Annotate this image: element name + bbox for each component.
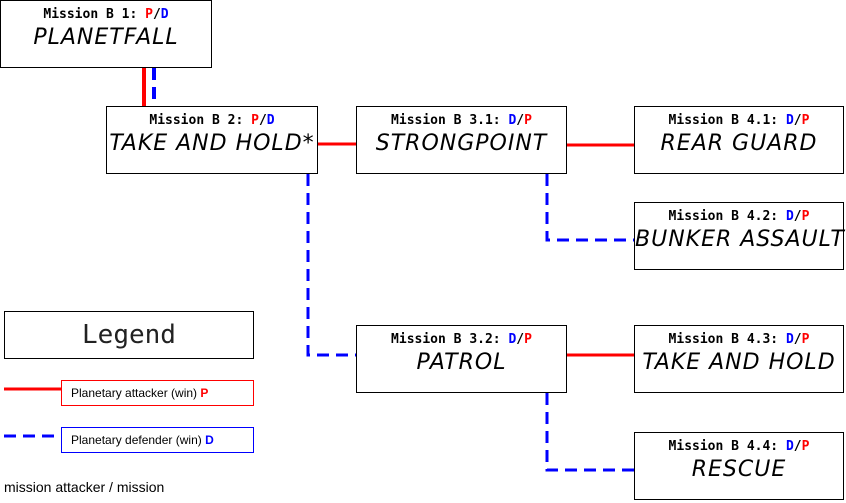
legend-defender-item: Planetary defender (win) D	[61, 427, 254, 453]
mission-header: Mission B 4.4: D/P	[668, 439, 810, 454]
mission-name: PATROL	[416, 350, 507, 375]
mission-name: TAKE AND HOLD	[642, 350, 836, 375]
legend-attacker-symbol: P	[200, 386, 209, 400]
mission-header: Mission B 2: P/D	[149, 113, 275, 128]
mission-header: Mission B 3.2: D/P	[391, 332, 532, 347]
mission-name: BUNKER ASSAULT	[635, 227, 845, 252]
link-b32-b44-defender	[545, 393, 635, 472]
mission-b43-node: Mission B 4.3: D/P TAKE AND HOLD	[634, 325, 844, 393]
mission-b42-node: Mission B 4.2: D/P BUNKER ASSAULT	[634, 202, 844, 270]
mission-b31-node: Mission B 3.1: D/P STRONGPOINT	[356, 106, 567, 174]
mission-header: Mission B 3.1: D/P	[391, 113, 532, 128]
mission-b2-node: Mission B 2: P/D TAKE AND HOLD*	[106, 106, 318, 174]
mission-header: Mission B 4.3: D/P	[668, 332, 810, 347]
legend-defender-label: Planetary defender (win)	[71, 433, 202, 447]
mission-name: REAR GUARD	[660, 131, 818, 156]
footnote: mission attacker / mission	[4, 479, 165, 495]
mission-b1-node: Mission B 1: P/D PLANETFALL	[0, 0, 212, 68]
mission-name: RESCUE	[691, 457, 787, 482]
mission-b32-node: Mission B 3.2: D/P PATROL	[356, 325, 567, 393]
legend-defender-symbol: D	[205, 433, 214, 447]
legend-attacker-label: Planetary attacker (win)	[71, 386, 198, 400]
link-b2-b32-defender	[306, 174, 357, 357]
mission-header: Mission B 1: P/D	[43, 7, 169, 22]
mission-header: Mission B 4.1: D/P	[668, 113, 810, 128]
link-b31-b42-defender	[545, 174, 635, 242]
mission-name: TAKE AND HOLD*	[109, 131, 315, 156]
mission-b44-node: Mission B 4.4: D/P RESCUE	[634, 432, 844, 500]
mission-name: PLANETFALL	[33, 25, 179, 50]
mission-name: STRONGPOINT	[375, 131, 548, 156]
legend-title: Legend	[82, 320, 176, 350]
legend-attacker-item: Planetary attacker (win) P	[61, 380, 254, 406]
mission-b41-node: Mission B 4.1: D/P REAR GUARD	[634, 106, 844, 174]
legend-title-box: Legend	[4, 311, 254, 359]
mission-header: Mission B 4.2: D/P	[668, 209, 810, 224]
